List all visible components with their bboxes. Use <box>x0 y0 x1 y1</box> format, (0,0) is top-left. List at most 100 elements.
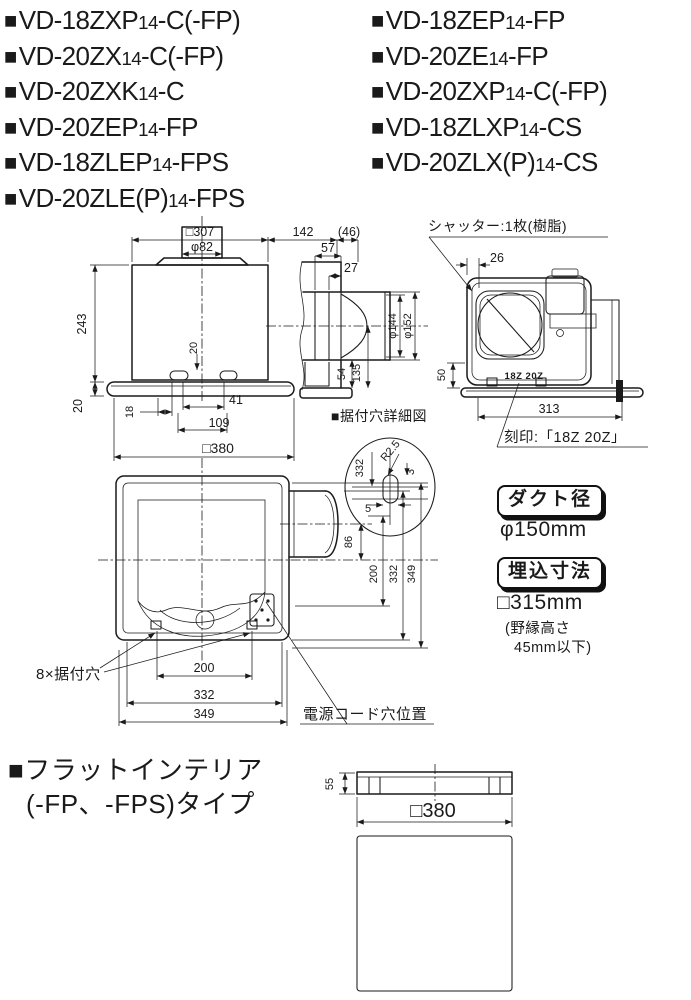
model-pre: VD-20ZXP <box>385 76 506 106</box>
plan-view: 86 200 332 349 200 332 349 8×据付穴 電源コード穴位… <box>36 458 438 726</box>
black-square-bullet-icon: ■ <box>371 43 384 69</box>
model-pre: VD-20ZXK <box>18 76 139 106</box>
dim-detail-332: 332 <box>354 459 366 477</box>
dim-front-20: 20 <box>71 399 85 413</box>
duct-diameter-value: φ150mm <box>500 518 587 541</box>
model-post: -CS <box>538 111 583 142</box>
black-square-bullet-icon: ■ <box>4 114 17 140</box>
model-post: -FPS <box>171 147 229 177</box>
flat-interior-heading-line2: (-FP、-FPS)タイプ <box>26 789 255 819</box>
front-view: □307 φ82 243 20 20 18 41 109 □380 <box>71 216 295 461</box>
model-sub: 14 <box>505 83 525 104</box>
power-cord-note: 電源コード穴位置 <box>303 706 427 723</box>
black-square-bullet-icon: ■ <box>371 8 384 33</box>
model-pre: VD-20ZLE(P) <box>18 182 169 213</box>
model-pre: VD-20ZEP <box>18 111 139 142</box>
model-post: -C(-FP) <box>141 40 224 71</box>
model-pre: VD-18ZXP <box>18 5 139 35</box>
bottom-view: 18Z 20Z シャッター:1枚(樹脂) 26 50 313 刻印:「18Z 2… <box>428 218 648 448</box>
model-sub: 14 <box>138 118 158 140</box>
black-square-bullet-icon: ■ <box>4 150 17 175</box>
model-sub: 14 <box>138 83 158 104</box>
dim-front-tab20: 20 <box>188 342 200 354</box>
dim-side-142: 142 <box>293 225 314 239</box>
model-sub: 14 <box>168 189 188 211</box>
black-square-bullet-icon: ■ <box>371 114 384 140</box>
dim-flat-380: □380 <box>410 800 455 822</box>
dim-plan-h200: 200 <box>194 661 215 675</box>
engraving-mark: 18Z 20Z <box>505 371 544 382</box>
mount-holes-note: 8×据付穴 <box>36 666 101 683</box>
dim-plan-h332: 332 <box>194 688 215 702</box>
dim-front-109: 109 <box>209 416 230 430</box>
dim-bottom-313: 313 <box>539 402 560 416</box>
dim-plan-v200: 200 <box>368 565 380 583</box>
model-pre: VD-20ZLX(P) <box>385 147 536 177</box>
black-square-bullet-icon: ■ <box>4 185 17 211</box>
dim-plan-v332: 332 <box>388 565 400 583</box>
dim-side-dia152: φ152 <box>402 313 414 339</box>
dim-front-height: 243 <box>75 314 89 335</box>
dim-bottom-26: 26 <box>490 251 504 265</box>
model-sub: 14 <box>519 118 539 140</box>
dim-detail-3: 3 <box>405 469 417 475</box>
dim-side-27: 27 <box>344 261 358 275</box>
dim-plan-h349: 349 <box>194 707 215 721</box>
dim-plan-v349: 349 <box>406 565 418 583</box>
model-sub: 14 <box>121 47 142 69</box>
dim-front-width: □307 <box>186 225 214 239</box>
duct-diameter-badge: ダクト径 <box>497 485 604 517</box>
model-pre: VD-20ZX <box>18 40 122 71</box>
dim-side-dia144: φ144 <box>387 313 399 339</box>
flat-panel-view: 55 □380 <box>324 764 513 992</box>
model-number: ■VD-20ZLX(P)14-CS <box>371 146 607 182</box>
dim-side-54: 54 <box>336 368 348 380</box>
model-post: -FP <box>157 111 199 142</box>
model-sub: 14 <box>138 12 158 33</box>
detail-title: ■据付穴詳細図 <box>331 408 427 424</box>
dim-side-46: (46) <box>338 225 360 239</box>
model-sub: 14 <box>488 47 509 69</box>
dim-bottom-50: 50 <box>436 369 448 381</box>
flat-interior-heading-line1: ■フラットインテリア <box>8 755 263 785</box>
model-post: -CS <box>554 147 599 177</box>
dim-detail-5: 5 <box>365 503 371 515</box>
technical-drawing: □307 φ82 243 20 20 18 41 109 □380 <box>36 216 648 992</box>
model-sub: 14 <box>535 154 555 175</box>
model-post: -FP <box>508 40 549 71</box>
model-pre: VD-18ZLXP <box>385 111 520 142</box>
dim-front-18: 18 <box>124 406 136 418</box>
black-square-bullet-icon: ■ <box>371 150 384 175</box>
engraving-note: 刻印:「18Z 20Z」 <box>504 429 626 446</box>
black-square-bullet-icon: ■ <box>4 79 17 104</box>
shutter-note: シャッター:1枚(樹脂) <box>428 218 567 234</box>
model-pre: VD-18ZLEP <box>18 147 153 177</box>
embed-size-value: □315mm <box>497 591 583 614</box>
model-number: ■VD-20ZLE(P)14-FPS <box>4 182 245 218</box>
dim-side-135: 135 <box>351 364 363 382</box>
dim-side-57: 57 <box>321 241 335 255</box>
embed-size-note-2: 45mm以下) <box>514 640 592 656</box>
model-post: -C(-FP) <box>157 5 241 35</box>
embed-size-badge: 埋込寸法 <box>497 557 604 589</box>
embed-size-note-1: (野縁高さ <box>505 621 571 637</box>
model-pre: VD-18ZEP <box>385 5 506 35</box>
model-post: -C(-FP) <box>524 76 608 106</box>
side-view: 142 (46) 57 27 φ144 φ152 54 135 <box>266 225 428 399</box>
dim-plan-86: 86 <box>343 536 355 548</box>
black-square-bullet-icon: ■ <box>4 43 17 69</box>
model-post: -C <box>157 76 185 106</box>
black-square-bullet-icon: ■ <box>4 8 17 33</box>
dim-flat-55: 55 <box>324 778 336 790</box>
